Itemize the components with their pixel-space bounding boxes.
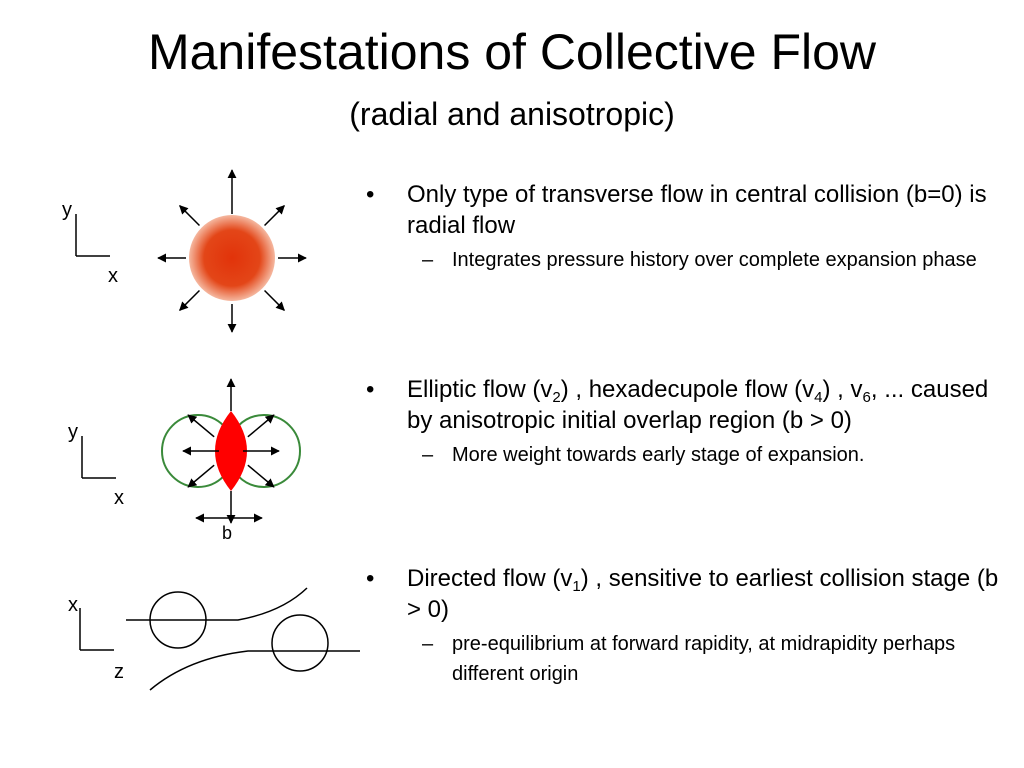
- directed-axes: x z: [68, 594, 124, 683]
- fireball: [189, 215, 275, 301]
- bullet-marker: •: [366, 181, 375, 208]
- elliptic-arrows: [182, 378, 280, 524]
- bullet-marker: •: [366, 376, 375, 403]
- sub-bullet-marker: –: [422, 633, 434, 655]
- sub-bullet-text: pre-equilibrium at forward rapidity, at …: [452, 633, 956, 685]
- bullet-main: • Only type of transverse flow in centra…: [366, 179, 1006, 241]
- radial-flow-arrow: [263, 205, 285, 227]
- bullet-text: Directed flow (v1) , sensitive to earlie…: [407, 565, 999, 623]
- slide-title: Manifestations of Collective Flow: [147, 24, 877, 80]
- elliptic-flow-diagram: y x b: [68, 378, 301, 543]
- sub-bullet-text: Integrates pressure history over complet…: [452, 249, 977, 271]
- sub-bullet-text: More weight towards early stage of expan…: [452, 444, 865, 466]
- axis-label-y: y: [68, 421, 78, 443]
- axis-label-z: z: [114, 661, 124, 683]
- radial-arrows: [157, 169, 307, 333]
- bullet-marker: •: [366, 565, 375, 592]
- elliptic-flow-arrow: [247, 414, 275, 438]
- impact-parameter-label: b: [222, 523, 232, 543]
- bullet-main: • Elliptic flow (v2) , hexadecupole flow…: [366, 374, 1006, 436]
- bullet-text: Only type of transverse flow in central …: [407, 181, 987, 239]
- nucleus-projectile: [149, 591, 207, 649]
- bullet-text: Elliptic flow (v2) , hexadecupole flow (…: [407, 376, 989, 434]
- sub-bullet-marker: –: [422, 249, 434, 271]
- slide-subtitle: (radial and anisotropic): [349, 96, 675, 132]
- overlap-region: [215, 411, 247, 491]
- bullet-radial-flow: • Only type of transverse flow in centra…: [366, 179, 1006, 275]
- nucleus-target: [271, 614, 329, 672]
- axis-label-x: x: [68, 594, 78, 616]
- radial-flow-arrow: [263, 289, 285, 311]
- radial-flow-diagram: y x: [62, 169, 307, 333]
- sub-bullet: – pre-equilibrium at forward rapidity, a…: [366, 629, 1006, 689]
- trajectory-upper: [126, 587, 308, 621]
- bullet-directed-flow: • Directed flow (v1) , sensitive to earl…: [366, 563, 1006, 689]
- directed-flow-diagram: x z: [68, 587, 360, 691]
- radial-flow-arrow: [179, 205, 201, 227]
- elliptic-flow-arrow: [187, 464, 215, 488]
- sub-bullet: – More weight towards early stage of exp…: [366, 440, 1006, 470]
- sub-bullet-marker: –: [422, 444, 434, 466]
- bullet-main: • Directed flow (v1) , sensitive to earl…: [366, 563, 1006, 625]
- radial-axes: y x: [62, 199, 118, 287]
- axis-label-y: y: [62, 199, 72, 221]
- elliptic-flow-arrow: [187, 414, 215, 438]
- axis-label-x: x: [108, 265, 118, 287]
- elliptic-flow-arrow: [247, 464, 275, 488]
- radial-flow-arrow: [179, 289, 201, 311]
- trajectory-lower: [149, 650, 360, 691]
- bullet-elliptic-flow: • Elliptic flow (v2) , hexadecupole flow…: [366, 374, 1006, 470]
- sub-bullet: – Integrates pressure history over compl…: [366, 245, 1006, 275]
- elliptic-axes: y x: [68, 421, 124, 509]
- axis-label-x: x: [114, 487, 124, 509]
